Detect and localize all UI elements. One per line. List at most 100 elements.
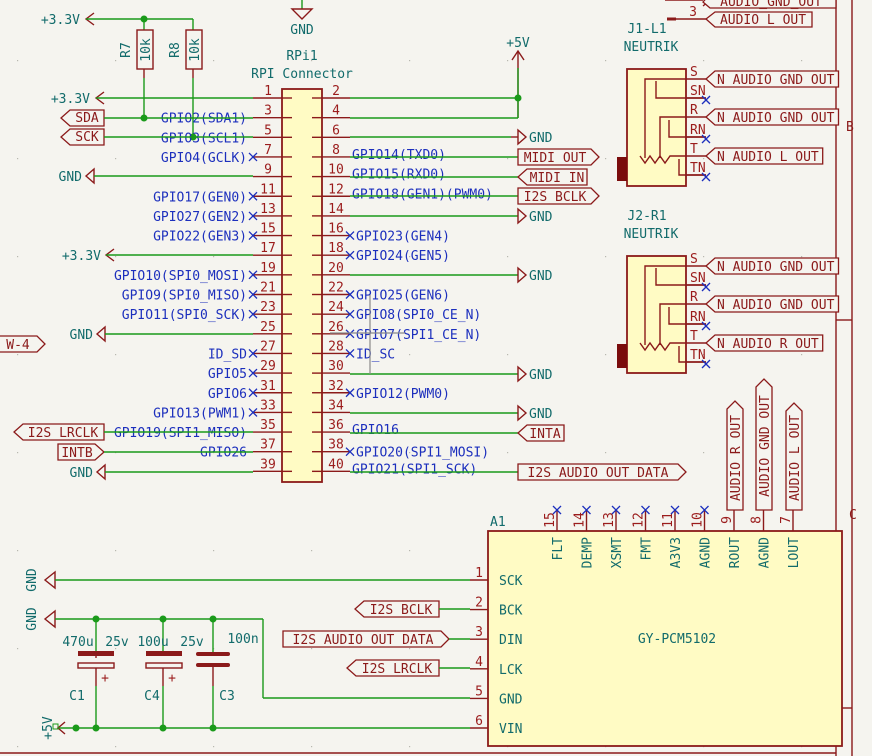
rpi-pin-9[interactable]: 9: [253, 163, 292, 178]
dac-module[interactable]: A1 GY-PCM5102 1SCK2BCK3DIN4LCK5GND6VIN15…: [470, 505, 843, 747]
rpi-pin-25[interactable]: 25: [253, 320, 292, 335]
label-n-audio-gnd-out[interactable]: N_AUDIO_GND_OUT: [705, 257, 840, 275]
jack-j2-r1[interactable]: J2-R1NEUTRIKSN_AUDIO_GND_OUTSNRN_AUDIO_G…: [617, 209, 840, 374]
rpi-pin-14[interactable]: 14: [312, 202, 350, 217]
label-sck[interactable]: SCK: [60, 128, 105, 146]
rpi-pin-4[interactable]: 4: [312, 104, 350, 119]
rpi-pin-39[interactable]: 39: [253, 457, 292, 472]
label-n-audio-r-out[interactable]: N_AUDIO_R_OUT: [705, 334, 824, 352]
label-midi-out[interactable]: MIDI_OUT: [517, 148, 600, 166]
gnd-symbol-top[interactable]: GND: [290, 0, 314, 38]
jack-pin-sn[interactable]: SN: [686, 271, 711, 292]
capacitor-c1[interactable]: + 470u 25v C1: [62, 635, 129, 704]
label-audio-gnd-out-top[interactable]: AUDIO_GND_OUT: [702, 0, 837, 10]
jack-pin-t[interactable]: TN_AUDIO_R_OUT: [686, 329, 824, 352]
jack-pin-r[interactable]: RN_AUDIO_GND_OUT: [686, 103, 840, 126]
jack-pin-rn[interactable]: RN: [686, 310, 711, 331]
label-n-audio-gnd-out[interactable]: N_AUDIO_GND_OUT: [705, 70, 840, 88]
jack-pin-tn[interactable]: TN: [686, 348, 711, 369]
rpi-pin-20[interactable]: 20: [312, 261, 350, 276]
rpi-pin-6[interactable]: 6: [312, 123, 350, 138]
label-intb[interactable]: INTB: [57, 443, 105, 461]
resistor-r7[interactable]: 10k R7: [119, 29, 154, 78]
rpi-pin-1[interactable]: 1: [253, 84, 292, 99]
label-audio-l-out[interactable]: AUDIO_L_OUT: [785, 402, 803, 511]
jack-pin-t[interactable]: TN_AUDIO_L_OUT: [686, 142, 824, 165]
label-i2s-audio-out-data-rpi[interactable]: I2S_AUDIO_OUT_DATA: [517, 463, 687, 481]
label-audio-r-out[interactable]: AUDIO_R_OUT: [726, 400, 744, 511]
capacitor-c4[interactable]: + 100u 25v C4: [137, 635, 204, 704]
jack-j1-l1[interactable]: J1-L1NEUTRIKSN_AUDIO_GND_OUTSNRN_AUDIO_G…: [617, 22, 840, 187]
label-i2s-bclk-dac[interactable]: I2S_BCLK: [354, 600, 440, 618]
jack-pin-r[interactable]: RN_AUDIO_GND_OUT: [686, 290, 840, 313]
jack-pin-tn[interactable]: TN: [686, 161, 711, 182]
resistor-r8[interactable]: 10k R8: [168, 29, 203, 78]
jack-pin-rn[interactable]: RN: [686, 123, 711, 144]
label-i2s-bclk-rpi[interactable]: I2S_BCLK: [517, 187, 600, 205]
rpi-pin-34[interactable]: 34: [312, 398, 350, 413]
rpi-connector[interactable]: RPi1 RPI Connector 13GPIO2(SDA1)5GPIO3(S…: [114, 49, 493, 483]
label-i2s-audio-out-data-dac[interactable]: I2S_AUDIO_OUT_DATA: [282, 630, 450, 648]
label-midi-in[interactable]: MIDI_IN: [517, 168, 588, 186]
capacitor-c3[interactable]: 100n C3: [196, 632, 259, 704]
label-n-audio-gnd-out[interactable]: N_AUDIO_GND_OUT: [705, 295, 840, 313]
rpi-pin-30[interactable]: 30: [312, 359, 350, 374]
label-w4[interactable]: W-4: [0, 335, 46, 353]
label-n-audio-gnd-out[interactable]: N_AUDIO_GND_OUT: [705, 108, 840, 126]
jack-pin-s[interactable]: SN_AUDIO_GND_OUT: [686, 65, 840, 88]
label-i2s-lrclk-rpi[interactable]: I2S_LRCLK: [13, 423, 105, 441]
jack-pin-sn[interactable]: SN: [686, 84, 711, 105]
rpi-pin-2[interactable]: 2: [312, 84, 350, 99]
label-audio-l-out-top[interactable]: AUDIO_L_OUT: [704, 11, 813, 28]
label-n-audio-l-out[interactable]: N_AUDIO_L_OUT: [705, 147, 824, 165]
jack-pin-s[interactable]: SN_AUDIO_GND_OUT: [686, 252, 840, 275]
rpi-pin-17[interactable]: 17: [253, 241, 292, 256]
label-audio-gnd-out[interactable]: AUDIO_GND_OUT: [755, 378, 773, 511]
label-inta[interactable]: INTA: [517, 424, 565, 442]
label-sda[interactable]: SDA: [60, 109, 105, 127]
